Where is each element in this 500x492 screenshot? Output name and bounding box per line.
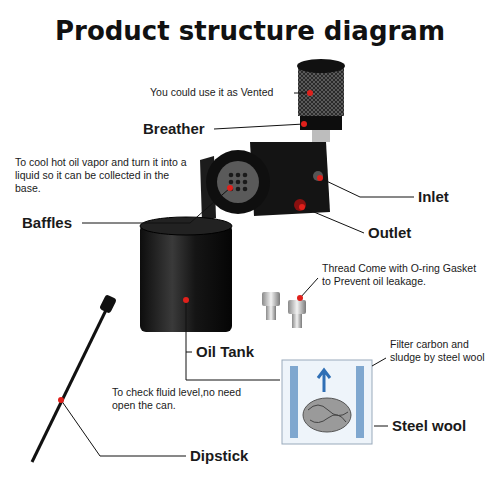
dipstick-handle	[99, 294, 117, 314]
leader-lines	[61, 93, 414, 456]
callout-dot	[227, 185, 233, 191]
callout-dot	[183, 297, 189, 303]
callout-note: To cool hot oil vapor and turn it into a…	[15, 156, 187, 195]
part-name: Breather	[143, 120, 205, 138]
callout-dot	[297, 295, 303, 301]
baffle-hole	[236, 173, 241, 178]
baffle-hole	[243, 173, 248, 178]
part-name: Steel wool	[392, 417, 466, 435]
steel-wool	[303, 398, 351, 432]
baffle-hole	[229, 173, 234, 178]
baffle-hole	[243, 187, 248, 192]
cutaway-frame	[282, 360, 372, 444]
cutaway-bar	[290, 366, 298, 438]
leader-line	[372, 358, 386, 366]
dipstick	[32, 306, 108, 462]
callout-dot	[317, 175, 323, 181]
callout-note: To check fluid level,no need open the ca…	[112, 386, 252, 412]
fitting-thread	[266, 306, 276, 320]
callout-note: Filter carbon and sludge by steel wool	[390, 338, 496, 364]
steel-wool-strands	[308, 405, 348, 423]
cutaway-bar	[356, 366, 364, 438]
part-name: Inlet	[418, 188, 449, 206]
part-name: Dipstick	[190, 447, 248, 465]
part-name: Baffles	[22, 214, 72, 232]
baffle-housing	[206, 150, 270, 214]
diagram-title: Product structure diagram	[0, 16, 500, 46]
leader-line	[186, 300, 192, 352]
leader-line	[302, 207, 364, 233]
outlet-port	[294, 199, 306, 211]
leader-line	[374, 426, 388, 427]
baffle-hole	[229, 180, 234, 185]
breather-cap	[297, 59, 345, 73]
baffle-hole	[236, 180, 241, 185]
part-name: Oil Tank	[196, 343, 254, 361]
leader-line	[300, 278, 318, 298]
baffle-hole	[243, 180, 248, 185]
leader-line	[320, 178, 414, 197]
oil-tank-rim	[140, 217, 232, 235]
leader-line	[214, 124, 304, 129]
baffle-disc	[217, 161, 259, 203]
baffle-hole	[236, 187, 241, 192]
flow-arrow	[318, 370, 330, 392]
callout-dot	[299, 204, 305, 210]
callout-dot	[307, 90, 313, 96]
fitting-thread	[292, 314, 302, 328]
fitting	[288, 300, 306, 314]
breather-base	[300, 116, 342, 130]
callout-dots	[58, 90, 323, 403]
callout-note: You could use it as Vented	[150, 86, 295, 99]
callout-note: Thread Come with O-ring Gasket to Preven…	[322, 262, 484, 288]
breather-mesh	[298, 66, 344, 116]
breather-thread	[312, 130, 330, 142]
leader-line	[82, 188, 230, 223]
callout-dot	[58, 397, 64, 403]
part-name: Outlet	[368, 224, 411, 242]
fitting	[262, 292, 280, 306]
inlet-port	[313, 171, 323, 181]
callout-dot	[301, 121, 307, 127]
